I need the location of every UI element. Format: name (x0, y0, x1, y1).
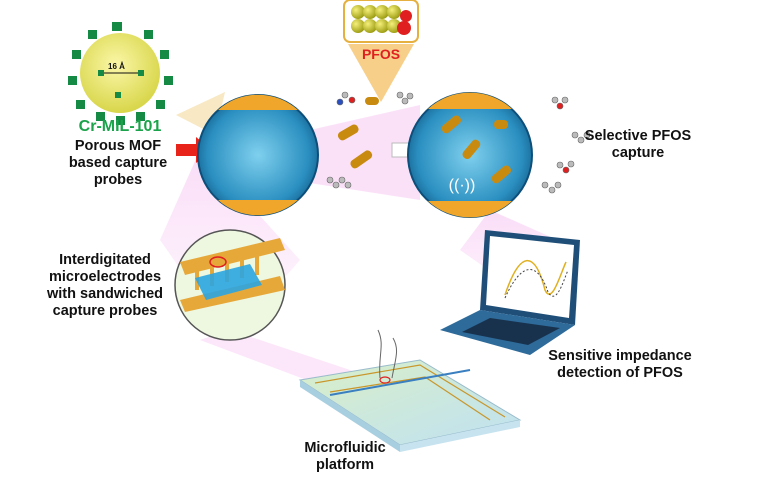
floating-molecules (326, 91, 591, 194)
label-line: Sensitive impedance (548, 348, 692, 364)
electrodes-label: Interdigitated microelectrodes with sand… (40, 252, 170, 320)
microfluidic-platform-label: Microfluidic platform (290, 440, 400, 474)
mof-structure-image (68, 22, 173, 125)
mof-pore-circle (197, 94, 319, 216)
label-line: detection of PFOS (557, 365, 683, 381)
label-line: Selective PFOS (584, 128, 692, 144)
label-line: Porous MOF (74, 138, 162, 154)
pfos-capture-circle: ((·)) (407, 92, 533, 218)
laptop-image (440, 230, 580, 355)
label-line: microelectrodes (48, 269, 162, 285)
selective-capture-label: Selective PFOS capture (578, 128, 698, 162)
label-line: platform (316, 457, 374, 473)
pfos-label: PFOS (361, 46, 401, 62)
label-line: with sandwiched (46, 286, 163, 302)
pfos-molecule (343, 0, 419, 102)
mof-name-label: Cr-MIL-101 (78, 118, 162, 135)
label-line: Microfluidic (304, 440, 386, 456)
label-line: capture (611, 145, 665, 161)
impedance-detection-label: Sensitive impedance detection of PFOS (540, 348, 700, 382)
interdigitated-electrode-circle (174, 229, 286, 341)
label-line: probes (93, 172, 143, 188)
label-line: based capture (68, 155, 168, 171)
wireless-signal-icon: ((·)) (449, 177, 476, 194)
label-line: capture probes (52, 303, 158, 319)
pore-size-label: 16 Å (108, 62, 125, 71)
microfluidic-chip-image (298, 329, 522, 452)
mof-probe-label: Porous MOF based capture probes (58, 138, 178, 189)
captured-pfos-molecules (337, 97, 379, 169)
label-line: Interdigitated (59, 252, 151, 268)
